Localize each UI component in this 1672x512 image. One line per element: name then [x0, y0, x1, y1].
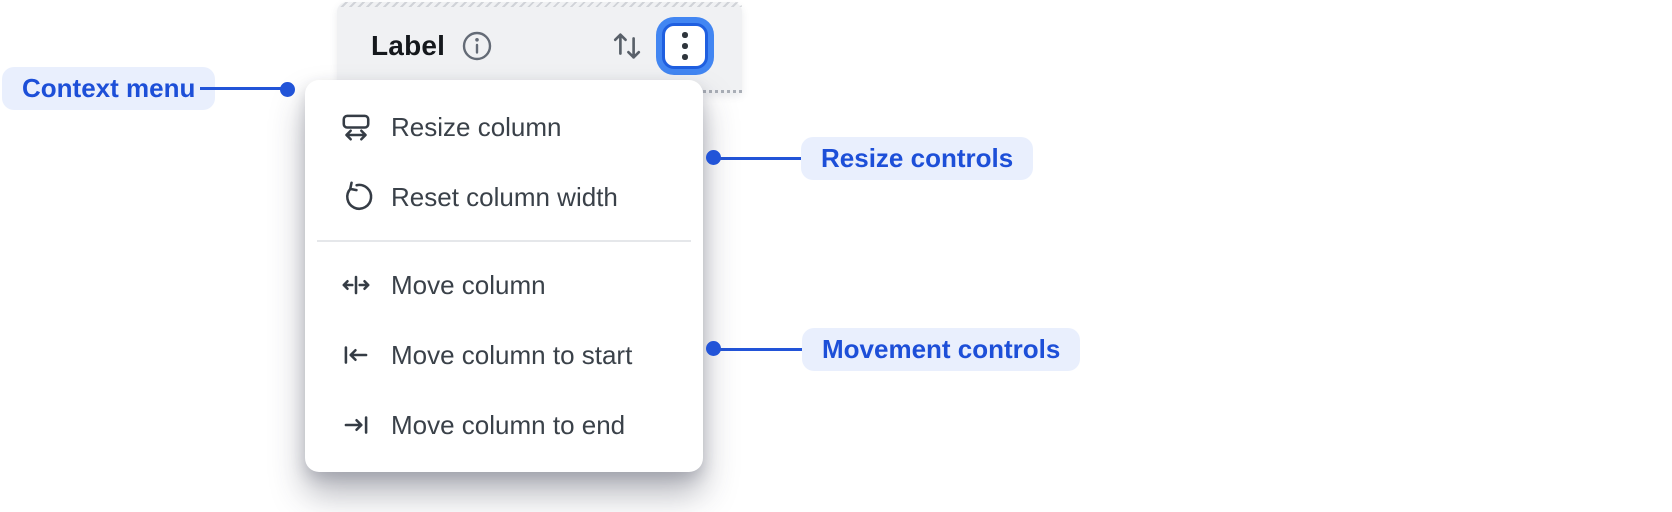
menu-item-label: Move column to start [391, 339, 633, 370]
menu-item-reset-column-width[interactable]: Reset column width [305, 162, 703, 232]
connector-dot-context-menu [280, 82, 295, 97]
context-menu: Resize column Reset column width Move co… [305, 80, 703, 472]
menu-item-label: Move column to end [391, 409, 626, 440]
reset-column-width-icon [339, 180, 373, 214]
menu-item-move-column-to-end[interactable]: Move column to end [305, 390, 703, 460]
annotation-resize-controls: Resize controls [801, 137, 1034, 180]
connector-line-resize-controls [714, 157, 801, 160]
connector-dot-resize-controls [706, 150, 721, 165]
connector-line-context-menu [200, 87, 288, 90]
move-column-icon [339, 268, 373, 302]
move-column-to-end-icon [339, 408, 373, 442]
menu-item-move-column-to-start[interactable]: Move column to start [305, 320, 703, 390]
annotation-movement-controls: Movement controls [802, 328, 1081, 371]
resize-column-icon [339, 110, 373, 144]
kebab-menu-icon [682, 32, 688, 60]
table-column-header: Label [337, 2, 742, 93]
annotation-context-menu: Context menu [2, 67, 216, 110]
column-title: Label [371, 30, 446, 61]
menu-item-label: Resize column [391, 111, 562, 142]
menu-item-label: Move column [391, 269, 546, 300]
column-menu-button[interactable] [662, 23, 708, 69]
menu-item-resize-column[interactable]: Resize column [305, 92, 703, 162]
connector-line-movement-controls [714, 348, 802, 351]
connector-dot-movement-controls [706, 341, 721, 356]
info-icon[interactable] [461, 30, 493, 62]
menu-divider [317, 240, 691, 242]
move-column-to-start-icon [339, 338, 373, 372]
sort-icon[interactable] [610, 29, 644, 63]
menu-item-move-column[interactable]: Move column [305, 250, 703, 320]
menu-item-label: Reset column width [391, 181, 618, 212]
